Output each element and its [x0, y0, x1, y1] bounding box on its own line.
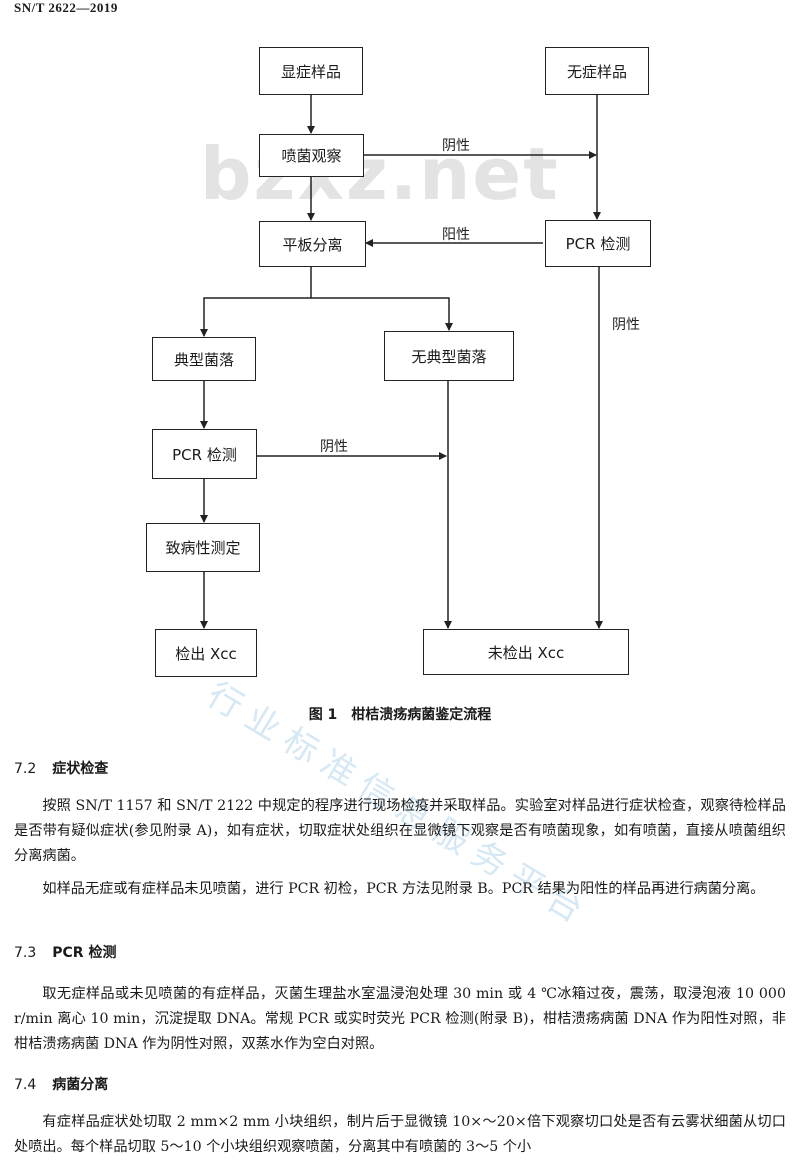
box-symptom-sample: 显症样品 [259, 47, 363, 95]
paragraph: 有症样品症状处切取 2 mm×2 mm 小块组织，制片后于显微镜 10×～20×… [14, 1114, 786, 1155]
box-pcr-test-right: PCR 检测 [545, 220, 651, 267]
box-no-symptom-sample: 无症样品 [545, 47, 649, 95]
box-plate-isolation: 平板分离 [259, 221, 366, 267]
section-title: PCR 检测 [52, 945, 117, 961]
label-negative-right: 阴性 [612, 317, 640, 333]
label-negative-mid: 阴性 [320, 439, 348, 455]
section-title: 病菌分离 [52, 1077, 109, 1093]
paragraph: 取无症样品或未见喷菌的有症样品，灭菌生理盐水室温浸泡处理 30 min 或 4 … [14, 986, 786, 1052]
box-ooze-observe: 喷菌观察 [259, 134, 364, 177]
box-atypical-colony: 无典型菌落 [384, 331, 514, 381]
section-number: 7.4 [14, 1077, 37, 1093]
box-typical-colony: 典型菌落 [152, 337, 256, 381]
paragraph: 按照 SN/T 1157 和 SN/T 2122 中规定的程序进行现场检疫并采取… [14, 798, 786, 864]
section-number: 7.2 [14, 761, 37, 777]
flowchart-connectors [200, 95, 603, 629]
box-pathogenicity: 致病性测定 [146, 523, 260, 572]
box-detected: 检出 Xcc [155, 629, 257, 677]
label-negative-top: 阴性 [442, 138, 470, 154]
section-heading-7-4: 7.4 病菌分离 [14, 1074, 108, 1094]
paragraph: 如样品无症或有症样品未见喷菌，进行 PCR 初检，PCR 方法见附录 B。PCR… [42, 881, 765, 897]
section-number: 7.3 [14, 945, 37, 961]
box-pcr-test-left: PCR 检测 [152, 429, 257, 479]
section-title: 症状检查 [52, 761, 109, 777]
standard-number: SN/T 2622—2019 [14, 0, 118, 15]
label-positive: 阳性 [442, 227, 470, 243]
edge-plate-split [200, 267, 312, 337]
section-heading-7-2: 7.2 症状检查 [14, 758, 108, 778]
section-heading-7-3: 7.3 PCR 检测 [14, 942, 116, 962]
box-not-detected: 未检出 Xcc [423, 629, 629, 675]
figure-caption: 图 1 柑桔溃疡病菌鉴定流程 [308, 707, 492, 723]
